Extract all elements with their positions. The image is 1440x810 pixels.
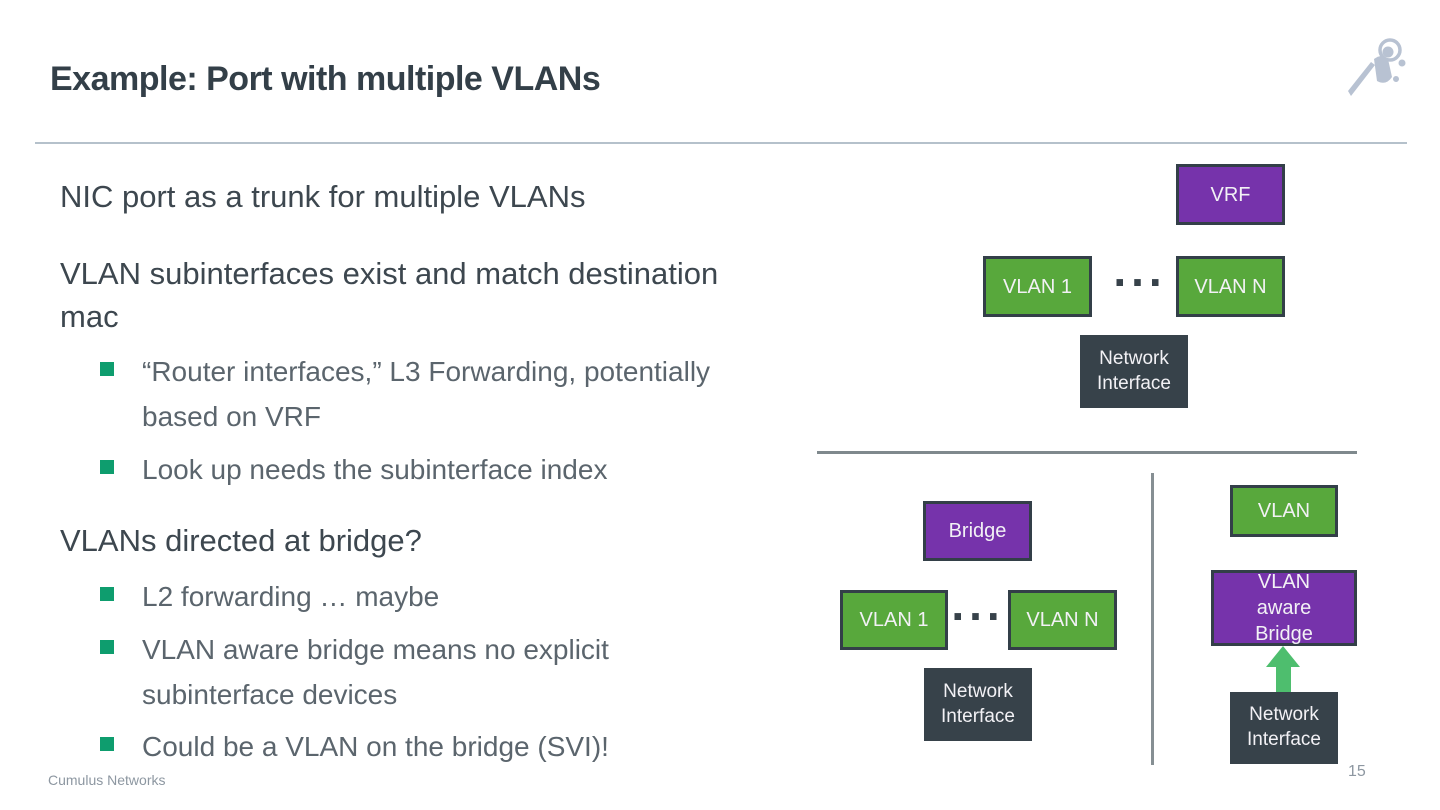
list-item: “Router interfaces,” L3 Forwarding, pote… <box>100 350 760 440</box>
bullet-label: Could be a VLAN on the bridge (SVI)! <box>142 731 609 763</box>
list-item: Look up needs the subinterface index <box>100 448 760 493</box>
vlan-box-aware: VLAN <box>1230 485 1338 537</box>
heading-nic-trunk: NIC port as a trunk for multiple VLANs <box>60 179 586 214</box>
network-interface-box-trunk: Network Interface <box>1080 335 1188 408</box>
bullet-square-icon <box>100 362 114 376</box>
bullet-square-icon <box>100 737 114 752</box>
horizontal-divider <box>817 451 1357 454</box>
up-arrow-shaft <box>1276 665 1291 697</box>
list-item: Could be a VLAN on the bridge (SVI)! <box>100 725 760 770</box>
footer-brand: Cumulus Networks <box>48 772 166 788</box>
bullet-square-icon <box>100 587 114 601</box>
network-interface-box-bridge: Network Interface <box>924 668 1032 741</box>
list-item: L2 forwarding … maybe <box>100 575 760 620</box>
bullet-label: VLAN aware bridge means no explicit subi… <box>142 633 609 710</box>
page-number: 15 <box>1348 763 1366 780</box>
vlan1-box-trunk: VLAN 1 <box>983 256 1092 317</box>
vlan1-box-bridge: VLAN 1 <box>840 590 948 650</box>
vertical-divider <box>1151 473 1154 765</box>
network-interface-box-aware: Network Interface <box>1230 692 1338 764</box>
title-divider <box>35 142 1407 144</box>
bridge-box: Bridge <box>923 501 1032 561</box>
heading-vlan-subinterfaces: VLAN subinterfaces exist and match desti… <box>60 256 719 334</box>
bullet-label: L2 forwarding … maybe <box>142 581 440 612</box>
bullet-label: “Router interfaces,” L3 Forwarding, pote… <box>142 356 711 432</box>
bullet-label: Look up needs the subinterface index <box>142 453 608 485</box>
bullet-square-icon <box>100 639 114 654</box>
ellipsis-bridge: ... <box>951 578 1005 630</box>
bullet-list-bridge: L2 forwarding … maybe VLAN aware bridge … <box>100 575 760 778</box>
ellipsis-trunk: ... <box>1113 244 1167 296</box>
vlann-box-bridge: VLAN N <box>1008 590 1117 650</box>
rocket-figure-icon <box>1348 38 1406 96</box>
vrf-box: VRF <box>1176 164 1285 225</box>
vlann-box-trunk: VLAN N <box>1176 256 1285 317</box>
page-title: Example: Port with multiple VLANs <box>50 60 601 98</box>
heading-vlans-bridge: VLANs directed at bridge? <box>60 523 422 558</box>
vlan-aware-bridge-box: VLAN aware Bridge <box>1211 570 1357 646</box>
bullet-square-icon <box>100 459 114 474</box>
up-arrow-icon <box>1266 646 1300 667</box>
bullet-list-subinterfaces: “Router interfaces,” L3 Forwarding, pote… <box>100 350 760 500</box>
list-item: VLAN aware bridge means no explicit subi… <box>100 628 760 718</box>
